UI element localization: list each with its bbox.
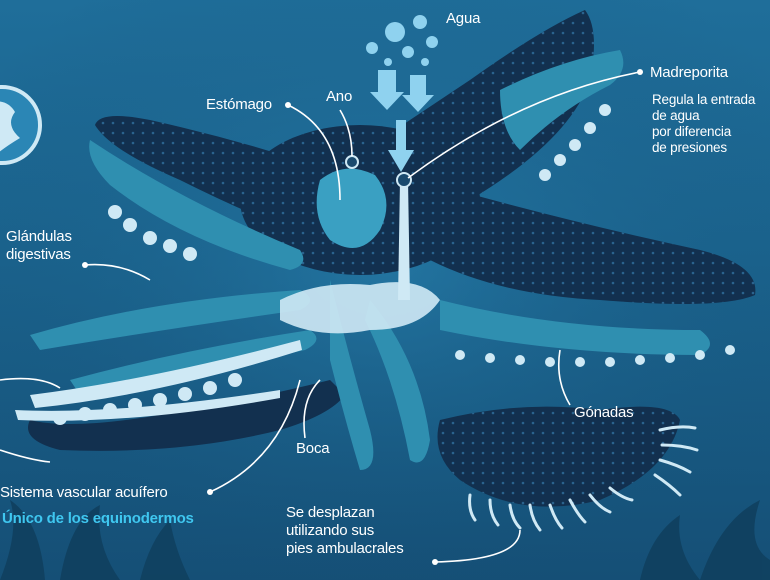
desplazan-line: pies ambulacrales [286, 540, 404, 558]
anus [346, 156, 358, 168]
desplazan-line: utilizando sus [286, 522, 404, 540]
madreporita-desc-line: por diferencia [652, 124, 755, 140]
glandulas-line: Glándulas [6, 228, 72, 246]
label-boca: Boca [296, 440, 329, 458]
label-se-desplazan: Se desplazan utilizando sus pies ambulac… [286, 504, 404, 558]
label-gonadas: Gónadas [574, 404, 633, 422]
desplazan-line: Se desplazan [286, 504, 404, 522]
glandulas-line: digestivas [6, 246, 72, 264]
label-agua: Agua [446, 10, 480, 28]
madreporita-description: Regula la entrada de agua por diferencia… [652, 92, 755, 156]
madreporita-desc-line: de presiones [652, 140, 755, 156]
label-sistema-vascular: Sistema vascular acuífero [0, 484, 168, 502]
label-unico-equinodermos: Único de los equinodermos [2, 510, 194, 528]
madreporita-desc-line: de agua [652, 108, 755, 124]
madreporita-desc-line: Regula la entrada [652, 92, 755, 108]
madreporite [397, 173, 411, 187]
label-madreporita: Madreporita [650, 64, 728, 82]
label-glandulas-digestivas: Glándulas digestivas [6, 228, 72, 264]
label-estomago: Estómago [206, 96, 272, 114]
label-ano: Ano [326, 88, 352, 106]
